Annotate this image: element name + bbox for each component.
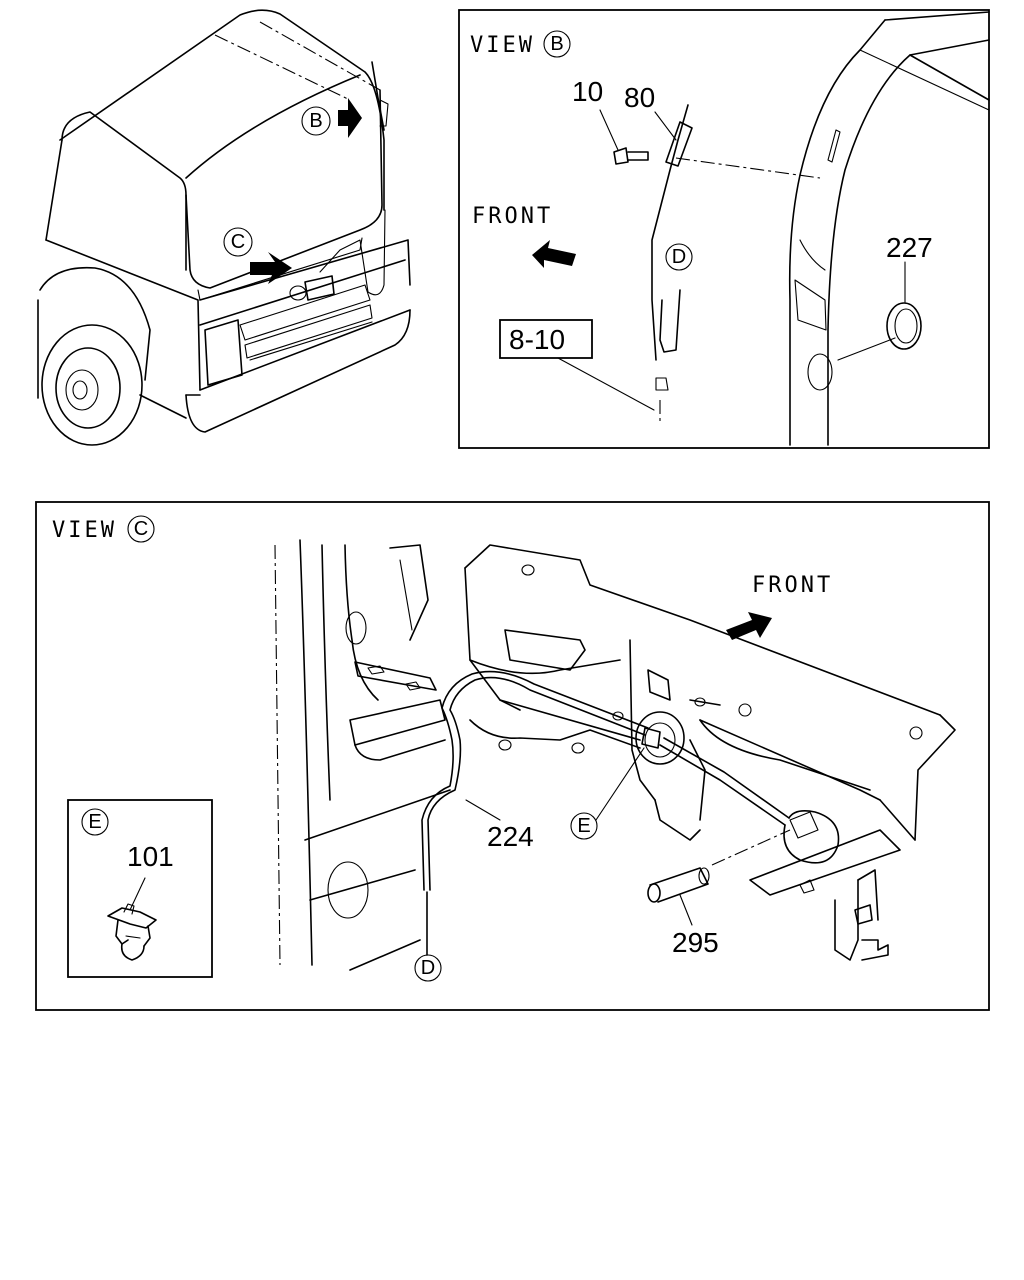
marker-b-label: B xyxy=(309,110,322,132)
view-c-title: VIEW xyxy=(52,518,117,543)
view-c-drawing xyxy=(274,539,956,971)
view-c-marker: C xyxy=(134,518,148,540)
view-c-marker-d xyxy=(414,954,442,982)
part-224-label: 224 xyxy=(487,821,534,852)
view-c-frame xyxy=(35,501,990,1011)
truck-cab-drawing xyxy=(37,9,411,446)
view-c-marker-e xyxy=(570,812,598,840)
view-c-front-arrow xyxy=(726,612,772,640)
view-c-marker-d-label: D xyxy=(421,957,435,979)
view-b-marker-d xyxy=(665,243,693,271)
part-227-label: 227 xyxy=(886,232,933,263)
view-b-frame xyxy=(458,9,990,449)
view-b-title: VIEW xyxy=(470,33,535,58)
clip-101-drawing xyxy=(107,877,157,961)
view-b-front-label: FRONT xyxy=(472,204,553,229)
view-b-drawing xyxy=(557,11,990,446)
view-b-front-arrow xyxy=(532,240,576,268)
detail-e-marker: E xyxy=(88,811,101,833)
view-b-marker: B xyxy=(550,33,563,55)
view-c-front-label: FRONT xyxy=(752,573,833,598)
part-10-label: 10 xyxy=(572,76,603,107)
marker-b-on-cab: B xyxy=(301,98,362,138)
part-8-10-box xyxy=(499,319,593,359)
detail-e-frame xyxy=(67,799,213,978)
marker-c-on-cab: C xyxy=(223,227,292,284)
part-8-10-label: 8-10 xyxy=(509,324,565,355)
view-b-marker-d-label: D xyxy=(672,246,686,268)
part-101-label: 101 xyxy=(127,841,174,872)
part-80-label: 80 xyxy=(624,82,655,113)
view-c-marker-e-label: E xyxy=(577,815,590,837)
part-295-label: 295 xyxy=(672,927,719,958)
marker-c-label: C xyxy=(231,231,245,253)
